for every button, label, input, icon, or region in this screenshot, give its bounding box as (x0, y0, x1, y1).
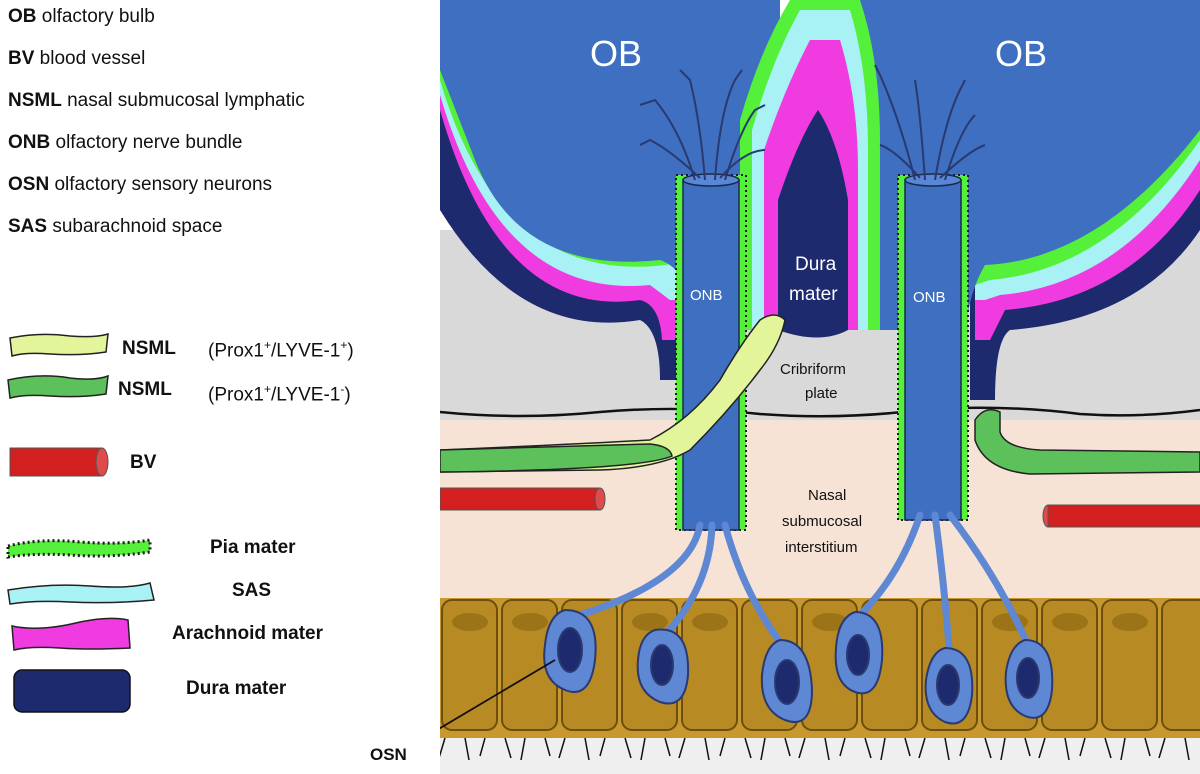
arachnoid-swatch (11, 617, 131, 651)
right-onb (904, 179, 962, 521)
legend-swatches (6, 332, 155, 713)
cribriform-line (440, 406, 1200, 418)
bv-swatch (9, 447, 109, 477)
legend-dura-label: Dura mater (186, 678, 287, 699)
ob-left-label: OB (590, 33, 642, 74)
legend-nsml-neg-marker: (Prox1+/LYVE-1-) (208, 382, 351, 406)
dura-swatch (13, 669, 131, 713)
bv-vessel-left (440, 487, 606, 511)
onb-right-label: ONB (913, 289, 946, 306)
left-nerve-endings (639, 69, 766, 181)
legend-arachnoid-label: Arachnoid mater (172, 623, 323, 644)
nasal-label-line1: Nasal (808, 487, 846, 504)
abbr-osn: OSN olfactory sensory neurons (8, 174, 273, 195)
abbr-ob: OB olfactory bulb (8, 6, 155, 27)
legend-sas-label: SAS (232, 580, 272, 601)
osn-label: OSN (370, 745, 407, 764)
nsml-neg-vessel-left (440, 443, 673, 473)
nasal-label-line3: interstitium (785, 539, 858, 556)
cribriform-label-line2: plate (805, 385, 838, 402)
nsml-pos-swatch (9, 332, 109, 357)
legend-nsml-pos-label: NSML (122, 338, 176, 359)
nasal-label-line2: submucosal (782, 513, 862, 530)
central-dura-layer (778, 110, 848, 338)
dura-label-line1: Dura (795, 254, 837, 275)
abbr-bv: BV blood vessel (8, 48, 146, 69)
onb-left-label: ONB (690, 287, 723, 304)
dura-label-line2: mater (789, 284, 838, 305)
bv-vessel-right (1042, 504, 1200, 528)
nsml-pos-vessel (440, 314, 786, 473)
abbr-onb: ONB olfactory nerve bundle (8, 132, 243, 153)
nsml-neg-vessel-right (974, 409, 1200, 475)
pia-swatch (6, 538, 152, 559)
cilia (440, 737, 1190, 761)
legend-bv-label: BV (130, 452, 157, 473)
sas-swatch (7, 582, 155, 605)
osn-axons (576, 511, 1034, 664)
cribriform-label-line1: Cribriform (780, 361, 846, 378)
legend-nsml-pos-marker: (Prox1+/LYVE-1+) (208, 338, 354, 362)
abbr-sas: SAS subarachnoid space (8, 216, 223, 237)
left-onb (682, 179, 740, 531)
osn-cells (543, 608, 1054, 725)
osn-pointer-line (440, 659, 556, 730)
right-nerve-endings (874, 64, 986, 181)
legend-pia-label: Pia mater (210, 537, 296, 558)
nsml-neg-swatch (7, 374, 109, 399)
legend-nsml-neg-label: NSML (118, 379, 172, 400)
abbr-nsml: NSML nasal submucosal lymphatic (8, 90, 305, 111)
ob-right-label: OB (995, 33, 1047, 74)
